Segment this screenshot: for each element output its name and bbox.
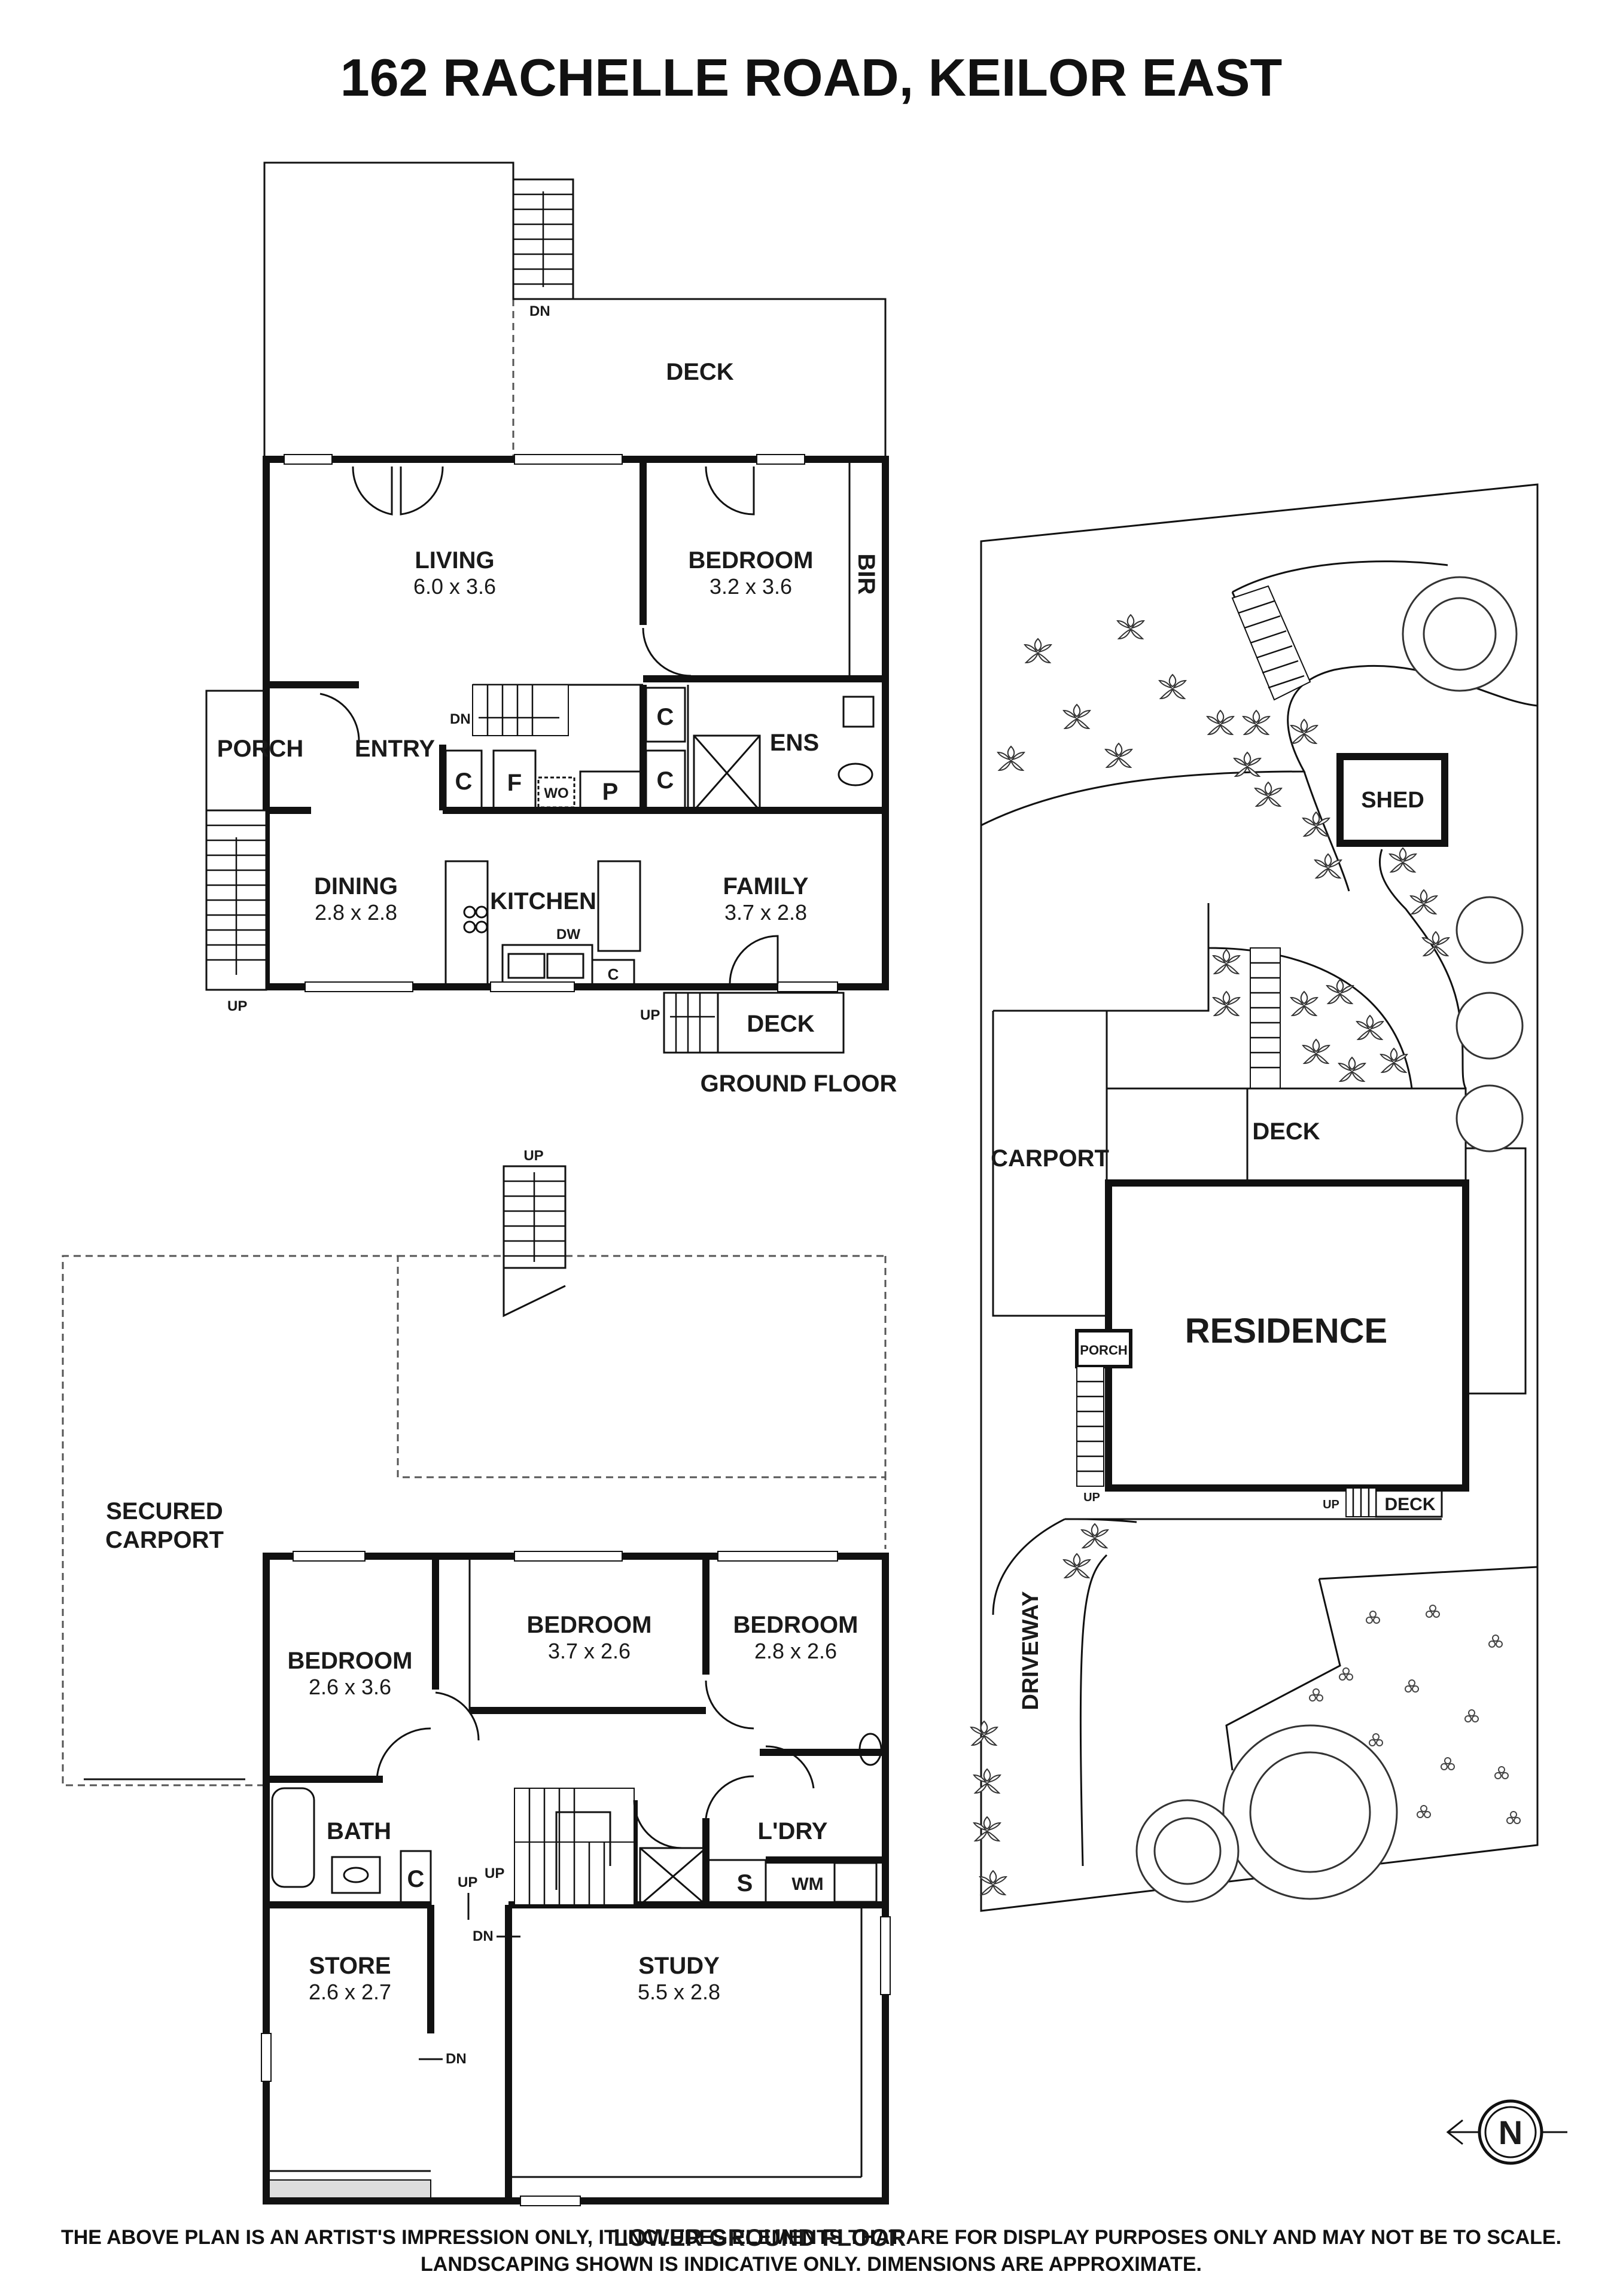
secured-carport-label-1: SECURED <box>106 1498 223 1524</box>
lower-ground-floor-caption: LOWER GROUND FLOOR <box>614 2225 906 2251</box>
store-label: STORE <box>309 1953 391 1979</box>
dn-label-entry: DN <box>450 711 471 727</box>
bedroom-label: BEDROOM <box>689 547 814 574</box>
site-porch-label: PORCH <box>1080 1343 1127 1358</box>
stairs-top <box>512 178 574 300</box>
north-compass: N <box>1446 2099 1567 2165</box>
living-dim: 6.0 x 3.6 <box>413 574 496 599</box>
washing-machine-label: WM <box>791 1874 823 1894</box>
up-label-hall: UP <box>458 1874 477 1891</box>
store-dim: 2.6 x 2.7 <box>309 1980 391 2004</box>
bedroom-c-label: BEDROOM <box>733 1612 858 1638</box>
up-label-mid: UP <box>485 1865 504 1882</box>
dn-label-store: DN <box>446 2051 467 2067</box>
deck-bottom-label: DECK <box>747 1011 814 1037</box>
closet-c4-label: C <box>608 965 619 983</box>
dn-label-study: DN <box>473 1928 494 1944</box>
disclaimer-line-2: LANDSCAPING SHOWN IS INDICATIVE ONLY. DI… <box>421 2253 1202 2276</box>
compass-label: N <box>1499 2114 1522 2151</box>
laundry-label: L'DRY <box>758 1818 828 1844</box>
ground-floor-caption: GROUND FLOOR <box>701 1071 897 1097</box>
site-up-deck-label: UP <box>1323 1498 1339 1511</box>
driveway-label: DRIVEWAY <box>1018 1591 1043 1710</box>
living-label: LIVING <box>415 547 494 574</box>
family-label: FAMILY <box>723 873 809 900</box>
bedroom-a-dim: 2.6 x 3.6 <box>309 1675 391 1699</box>
pantry-label: P <box>602 779 619 805</box>
shed-label: SHED <box>1361 788 1424 813</box>
site-deck-label: DECK <box>1252 1118 1320 1145</box>
closet-c2-label: C <box>657 704 674 730</box>
dn-label-top: DN <box>529 303 550 319</box>
site-plan: SHED DECK CARPORT RESIDENCE PORCH <box>970 483 1539 1912</box>
garden-trees <box>1135 576 1524 1903</box>
bedroom-c-dim: 2.8 x 2.6 <box>754 1639 837 1663</box>
dishwasher-label: DW <box>556 926 580 943</box>
bedroom-b-dim: 3.7 x 2.6 <box>548 1639 631 1663</box>
porch-label: PORCH <box>217 736 303 762</box>
page-title: 162 RACHELLE ROAD, KEILOR EAST <box>340 48 1282 107</box>
residence-label: RESIDENCE <box>1185 1312 1387 1350</box>
up-label-top: UP <box>523 1148 543 1164</box>
bath-label: BATH <box>327 1818 391 1844</box>
up-label-deck: UP <box>640 1007 660 1023</box>
sink-label: S <box>737 1870 753 1896</box>
study-label: STUDY <box>638 1953 720 1979</box>
family-dim: 3.7 x 2.8 <box>724 900 807 925</box>
wall-oven-label: WO <box>544 785 568 801</box>
carport-label: CARPORT <box>991 1145 1109 1172</box>
ground-floor-plan: DN DECK DN <box>205 161 897 1097</box>
deck-top-label: DECK <box>666 359 733 385</box>
study-dim: 5.5 x 2.8 <box>638 1980 720 2004</box>
entry-label: ENTRY <box>355 736 435 762</box>
ens-label: ENS <box>770 730 819 756</box>
lower-ground-floor-plan: UP SECURED CARPORT <box>62 1148 906 2251</box>
site-up-label: UP <box>1083 1491 1100 1504</box>
closet-c3-label: C <box>657 767 674 794</box>
closet-c-label: C <box>407 1866 425 1892</box>
bir-label: BIR <box>853 554 879 595</box>
secured-carport-label-2: CARPORT <box>105 1527 224 1553</box>
kitchen-label: KITCHEN <box>490 888 596 914</box>
dining-dim: 2.8 x 2.8 <box>315 900 397 925</box>
dining-label: DINING <box>314 873 398 900</box>
bedroom-b-label: BEDROOM <box>527 1612 652 1638</box>
fridge-label: F <box>507 770 522 796</box>
bedroom-dim: 3.2 x 3.6 <box>710 574 792 599</box>
disclaimer-line-1: THE ABOVE PLAN IS AN ARTIST'S IMPRESSION… <box>61 2226 1561 2249</box>
up-label-porch: UP <box>227 998 247 1014</box>
closet-c1-label: C <box>455 769 473 795</box>
bedroom-a-label: BEDROOM <box>288 1648 413 1674</box>
site-deck-bottom-label: DECK <box>1384 1495 1435 1514</box>
